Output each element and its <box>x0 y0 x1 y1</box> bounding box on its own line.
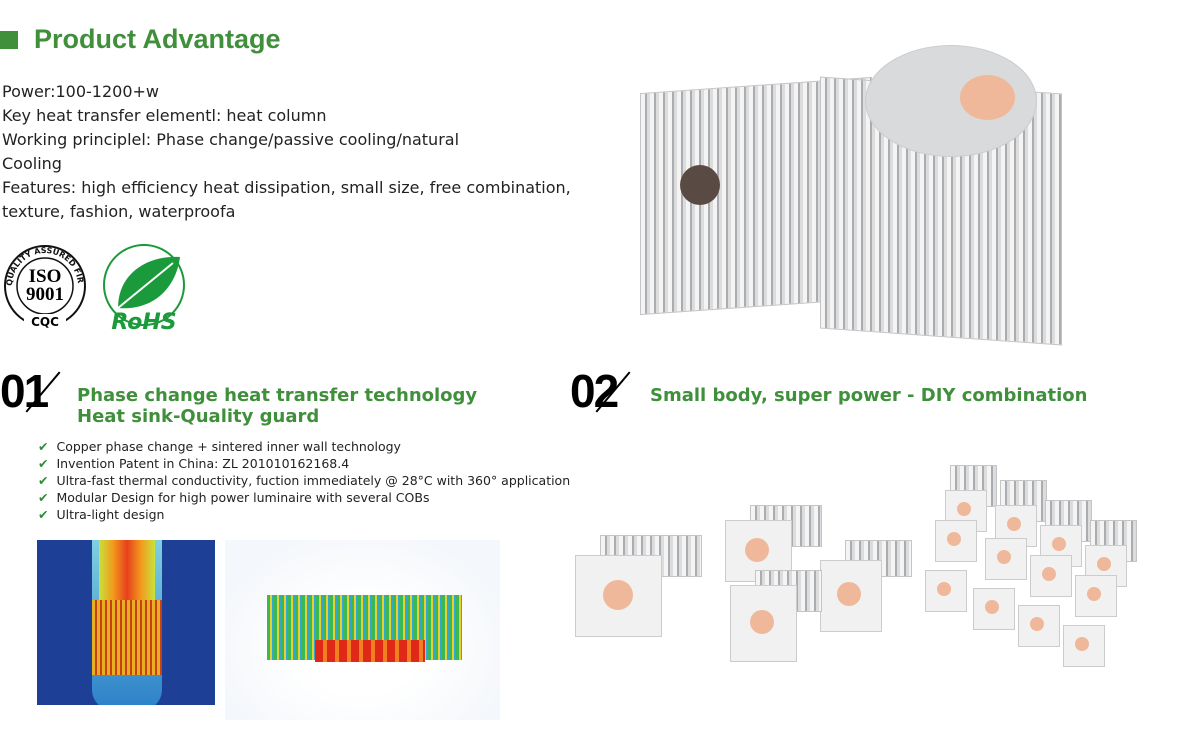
svg-text:9001: 9001 <box>26 284 64 305</box>
check-icon: ✔ <box>38 507 49 522</box>
intro-line: Key heat transfer elementl: heat column <box>2 106 327 125</box>
heatsink-combination-photo <box>575 460 1150 695</box>
list-item: ✔ Ultra-fast thermal conductivity, fuctio… <box>38 472 570 489</box>
heatsink-product-photo <box>620 15 1198 346</box>
iso-9001-logo: QUALITY ASSURED FIRM ISO 9001 CQC <box>0 240 86 329</box>
airflow-simulation-image <box>225 540 500 720</box>
intro-text: Power:100-1200+w Key heat transfer eleme… <box>2 80 571 224</box>
svg-text:ISO: ISO <box>29 266 62 287</box>
intro-line: texture, fashion, waterproofa <box>2 202 236 221</box>
section-number-01: 01 <box>0 365 49 417</box>
intro-line: Power:100-1200+w <box>2 82 160 101</box>
list-item-text: Modular Design for high power luminaire … <box>56 490 430 505</box>
list-item-text: Invention Patent in China: ZL 2010101621… <box>56 456 350 471</box>
list-item: ✔ Ultra-light design <box>38 506 570 523</box>
section-number-02: 02 <box>570 365 619 417</box>
check-icon: ✔ <box>38 473 49 488</box>
section1-heading-line: Heat sink-Quality guard <box>77 406 320 427</box>
feature-list: ✔ Copper phase change + sintered inner wa… <box>38 438 570 523</box>
svg-text:CQC: CQC <box>31 315 59 329</box>
rohs-logo: RoHS <box>103 244 185 333</box>
thermal-simulation-image <box>37 540 215 705</box>
section2-heading: Small body, super power - DIY combinatio… <box>650 385 1088 406</box>
page-title: Product Advantage <box>0 24 281 55</box>
list-item: ✔ Modular Design for high power luminaire… <box>38 489 570 506</box>
check-icon: ✔ <box>38 456 49 471</box>
intro-line: Features: high efficiency heat dissipati… <box>2 178 571 197</box>
title-square-icon <box>0 30 18 49</box>
list-item-text: Copper phase change + sintered inner wal… <box>56 439 401 454</box>
intro-line: Working principlel: Phase change/passive… <box>2 130 460 149</box>
check-icon: ✔ <box>38 490 49 505</box>
list-item: ✔ Copper phase change + sintered inner wa… <box>38 438 570 455</box>
svg-text:RoHS: RoHS <box>111 310 176 333</box>
section1-heading: Phase change heat transfer technology He… <box>77 385 477 427</box>
intro-line: Cooling <box>2 154 62 173</box>
list-item: ✔ Invention Patent in China: ZL 201010162… <box>38 455 570 472</box>
section1-heading-line: Phase change heat transfer technology <box>77 385 478 406</box>
list-item-text: Ultra-fast thermal conductivity, fuction… <box>56 473 571 488</box>
list-item-text: Ultra-light design <box>56 507 165 522</box>
title-text: Product Advantage <box>34 24 281 54</box>
check-icon: ✔ <box>38 439 49 454</box>
